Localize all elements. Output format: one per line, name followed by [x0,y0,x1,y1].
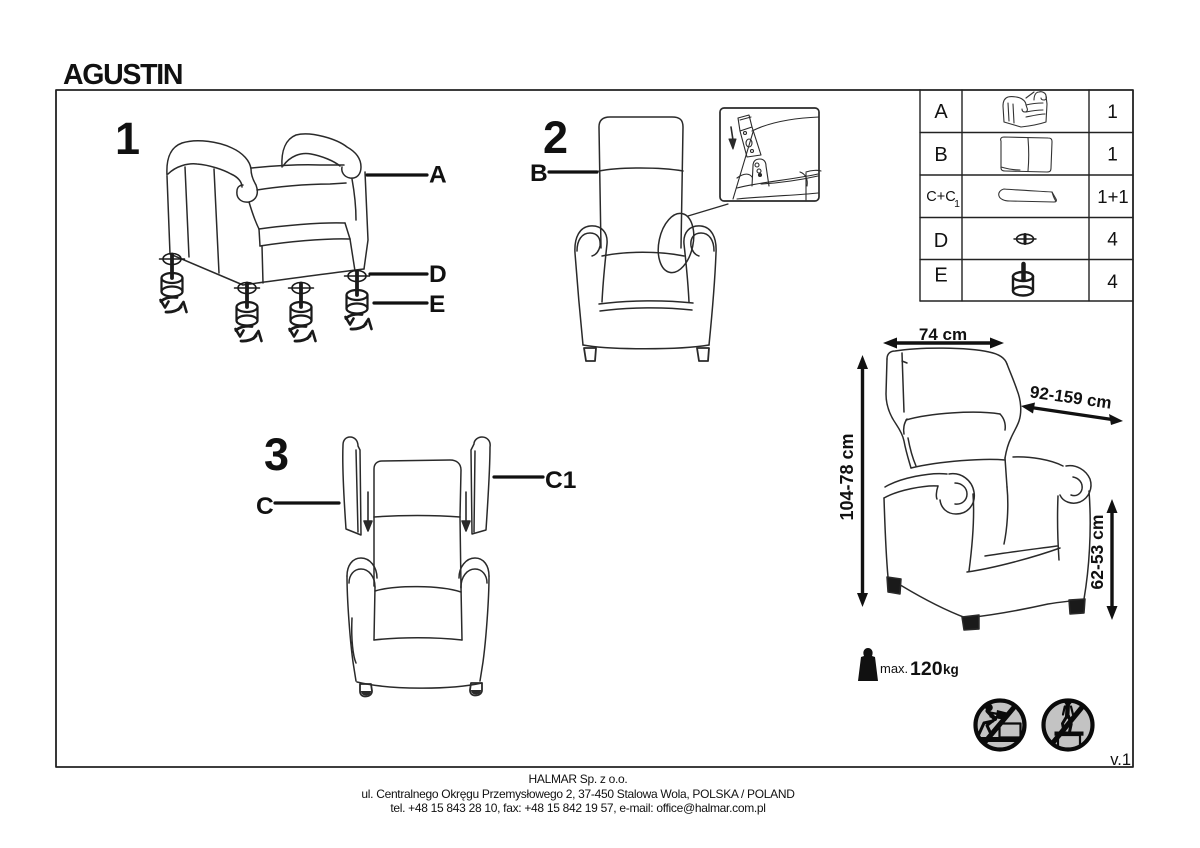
svg-text:74 cm: 74 cm [919,325,967,344]
svg-text:D: D [934,230,948,252]
svg-text:kg: kg [943,662,959,677]
svg-text:C1: C1 [545,467,576,494]
svg-text:E: E [934,265,947,287]
svg-text:1: 1 [1107,102,1118,123]
svg-text:120: 120 [910,658,943,680]
svg-text:C: C [256,493,274,520]
svg-text:4: 4 [1107,272,1118,293]
svg-text:2: 2 [543,112,568,163]
svg-text:A: A [429,162,447,189]
svg-text:62-53 cm: 62-53 cm [1087,515,1107,590]
svg-text:1: 1 [954,198,960,210]
svg-text:AGUSTIN: AGUSTIN [63,59,182,91]
svg-text:1+1: 1+1 [1097,186,1128,207]
svg-text:B: B [934,144,947,166]
svg-text:C+C: C+C [926,189,955,205]
svg-text:D: D [429,261,447,288]
svg-text:max.: max. [880,661,908,676]
svg-text:4: 4 [1107,230,1118,251]
svg-text:A: A [934,101,948,123]
svg-text:1: 1 [1107,145,1118,166]
svg-text:104-78 cm: 104-78 cm [837,433,857,520]
svg-text:B: B [530,160,548,187]
svg-text:1: 1 [115,113,140,164]
svg-text:3: 3 [264,429,289,480]
svg-text:v.1: v.1 [1110,751,1131,769]
svg-text:E: E [429,291,445,318]
